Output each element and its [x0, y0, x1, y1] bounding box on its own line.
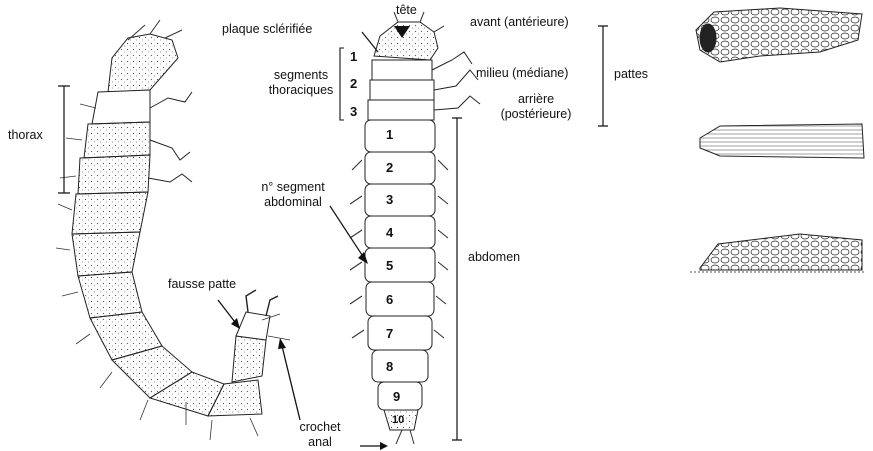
- label-arriere-block: arrière (postérieure): [488, 92, 584, 122]
- label-arriere: arrière: [488, 92, 584, 107]
- abd-num-6: 6: [386, 292, 393, 307]
- abd-segment-2: [365, 152, 435, 184]
- larval-cases: [690, 8, 866, 272]
- label-abdominal: abdominal: [252, 195, 334, 210]
- crochet-arrow: [282, 346, 300, 420]
- abd-num-10: 10: [392, 413, 404, 428]
- abd-segment-1: [365, 120, 435, 152]
- abd-segment-8: [372, 350, 428, 382]
- thoracic-segment-3: [368, 100, 434, 120]
- label-n-segment: n° segment: [252, 180, 334, 195]
- case-plant-middle: [700, 124, 864, 158]
- thorax-segment-3: [78, 155, 150, 194]
- leg-hind: [148, 174, 192, 182]
- abd-num-1: 1: [386, 127, 393, 142]
- abdomen-seg-2: [72, 232, 140, 276]
- thoracic-num-1: 1: [350, 49, 357, 64]
- abd-num-7: 7: [386, 326, 393, 341]
- label-pattes: pattes: [614, 67, 648, 82]
- abd-num-8: 8: [386, 359, 393, 374]
- label-thorax: thorax: [8, 128, 43, 143]
- label-segments: segments: [262, 68, 340, 83]
- larva-dorsal-view: [350, 12, 480, 444]
- abdomen-seg-3: [78, 272, 142, 318]
- thoracic-segment-2: [370, 80, 434, 100]
- thoracic-num-2: 2: [350, 76, 357, 91]
- abd-num-9: 9: [393, 389, 400, 404]
- abdomen-bracket: [452, 118, 462, 440]
- pattes-bracket: [598, 26, 608, 126]
- larva-side-view: [56, 20, 290, 440]
- larva-head: [108, 34, 178, 92]
- label-crochet-block: crochet anal: [290, 420, 350, 450]
- label-fausse-patte: fausse patte: [168, 277, 236, 292]
- thoracic-segment-1: [372, 60, 432, 80]
- label-avant: avant (antérieure): [470, 15, 569, 30]
- abd-segment-7: [368, 316, 432, 350]
- case-stone-bottom: [700, 234, 862, 270]
- leg-middle: [150, 140, 190, 160]
- abd-num-4: 4: [386, 225, 393, 240]
- label-abdomen: abdomen: [468, 250, 520, 265]
- thoracic-bracket: [340, 48, 344, 120]
- prolegs: [236, 312, 270, 340]
- thorax-segment-1: [92, 90, 150, 124]
- plaque-arrow: [362, 32, 378, 52]
- abd-segment-3: [365, 184, 435, 216]
- thorax-segment-2: [84, 122, 150, 158]
- label-segments-thoraciques: segments thoraciques: [262, 68, 340, 98]
- label-tete: tête: [396, 3, 417, 18]
- thoracic-num-3: 3: [350, 104, 357, 119]
- label-crochet: crochet: [290, 420, 350, 435]
- leg-front: [150, 92, 192, 108]
- abd-num-3: 3: [386, 192, 393, 207]
- label-n-segment-block: n° segment abdominal: [252, 180, 334, 210]
- case-pebble-top: [696, 8, 862, 62]
- abd-num-5: 5: [386, 258, 393, 273]
- label-milieu: milieu (médiane): [476, 66, 568, 81]
- abdomen-seg-1: [72, 192, 148, 234]
- abd-num-2: 2: [386, 160, 393, 175]
- label-plaque: plaque sclérifiée: [222, 22, 312, 37]
- abd-segment-6: [366, 282, 434, 316]
- label-thoraciques: thoraciques: [262, 83, 340, 98]
- abd-segment-5: [365, 248, 435, 282]
- anal-hook: [246, 290, 278, 316]
- abd-segment-4: [365, 216, 435, 248]
- label-posterieure: (postérieure): [488, 107, 584, 122]
- abdomen-seg-8: [232, 336, 266, 382]
- label-anal: anal: [290, 435, 350, 450]
